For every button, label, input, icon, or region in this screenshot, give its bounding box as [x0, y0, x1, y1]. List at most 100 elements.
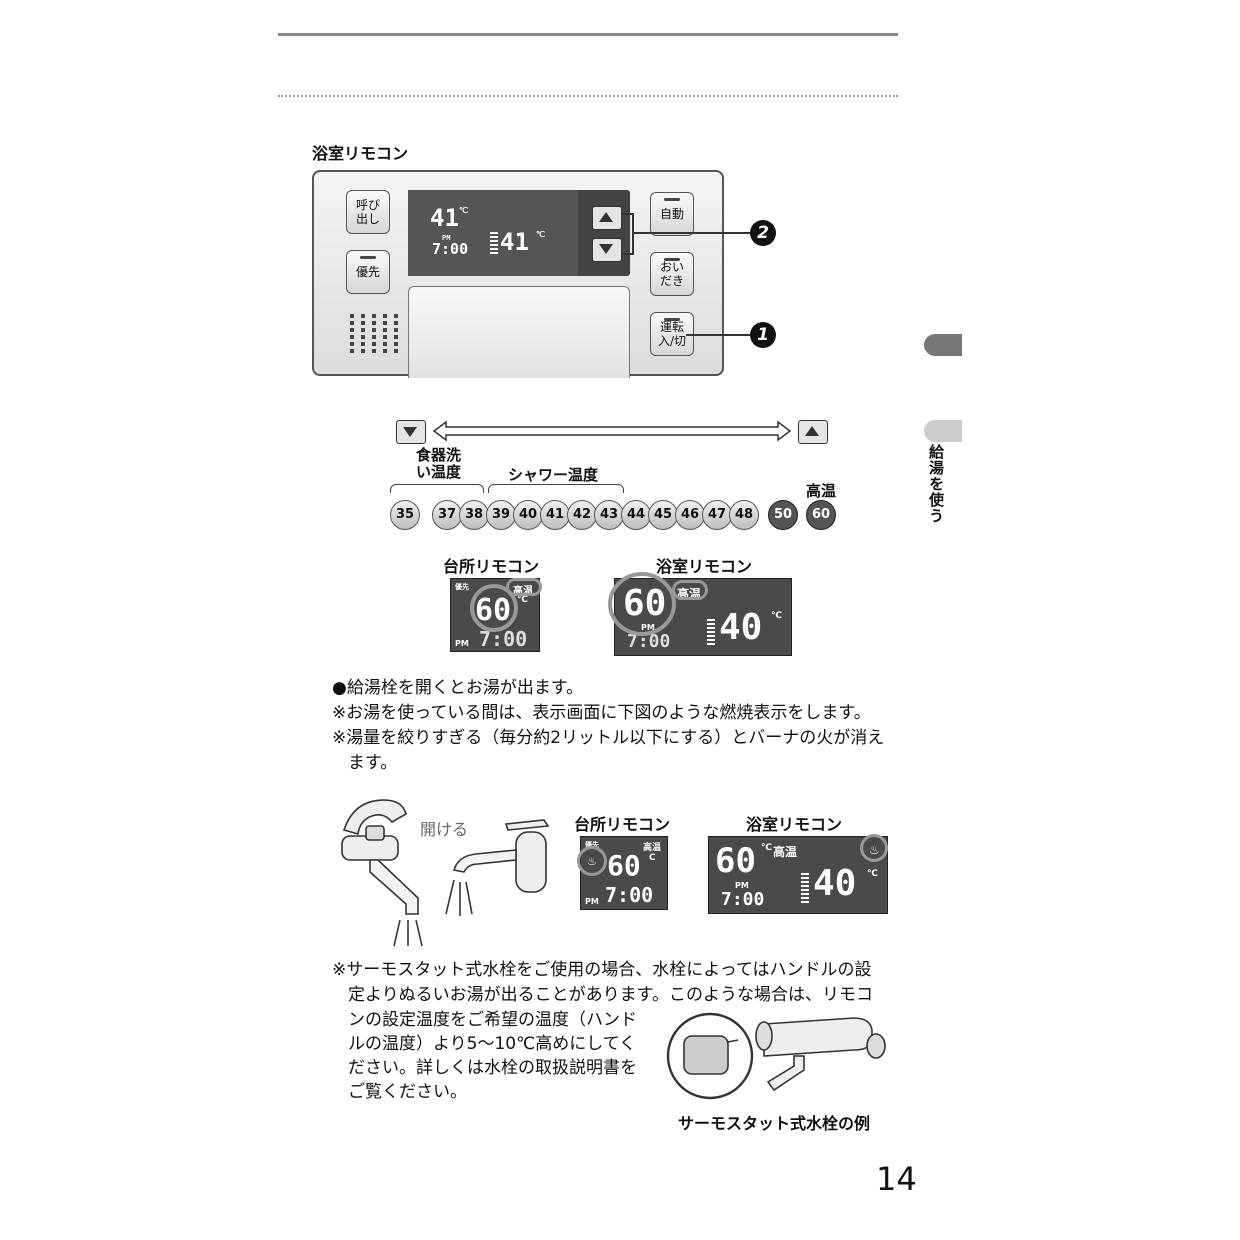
bd2-high: 高温 — [773, 845, 798, 859]
bd2-bath-unit: ℃ — [867, 869, 878, 879]
open-label: 開ける — [420, 820, 469, 839]
page-number: 14 — [876, 1160, 917, 1198]
thermostat-caption: サーモスタット式水栓の例 — [678, 1114, 871, 1133]
lcd-bath-temp: 41 — [500, 228, 529, 256]
bath-display-burn: 60 ℃ 高温 ♨ PM 7:00 40 ℃ — [708, 836, 888, 914]
temp-circle-48: 48 — [729, 500, 759, 530]
power-button[interactable]: 運転 入/切 — [650, 312, 694, 356]
reheat-button[interactable]: おい だき — [650, 252, 694, 296]
thermo-note-4: ルの温度）より5〜10℃高めにしてく — [348, 1034, 637, 1054]
bd2-unit: ℃ — [761, 843, 772, 853]
thermo-note-1: ※サーモスタット式水栓をご使用の場合、水栓によってはハンドルの設 — [332, 960, 872, 980]
temp-circle-46: 46 — [675, 500, 705, 530]
leader-line — [686, 334, 750, 336]
thermo-note-6: ご覧ください。 — [348, 1082, 467, 1102]
priority-button[interactable]: 優先 — [346, 250, 390, 294]
call-button[interactable]: 呼び 出し — [346, 190, 390, 234]
power-button-label: 運転 入/切 — [657, 320, 687, 348]
temp-circle-39: 39 — [486, 500, 516, 530]
leader-line — [632, 232, 750, 234]
faucet-illustration — [341, 799, 550, 947]
temp-circle-45: 45 — [648, 500, 678, 530]
auto-button-label: 自動 — [659, 207, 684, 221]
section-tab-dark — [924, 334, 962, 356]
leader-line — [622, 253, 634, 255]
bd-bath-temp: 40 — [719, 607, 763, 648]
bath-remote-caption-2: 浴室リモコン — [656, 557, 753, 576]
temp-circle-38: 38 — [459, 500, 489, 530]
temp-circle-41: 41 — [540, 500, 570, 530]
auto-button[interactable]: 自動 — [650, 192, 694, 236]
bd-unit: ℃ — [771, 611, 782, 621]
kitchen-remote-caption-2: 台所リモコン — [574, 815, 671, 834]
dish-temp-label: 食器洗 い温度 — [416, 446, 462, 481]
kd-unit: ℃ — [517, 595, 528, 605]
highlight-ring — [506, 578, 542, 596]
bd-time: 7:00 — [627, 631, 671, 652]
bath-remote-illustration: 呼び 出し 優先 41 ℃ PM 7:00 41 ℃ 自動 おい だき 運転 入… — [312, 170, 724, 378]
note-open-tap: ●給湯栓を開くとお湯が出ます。 — [332, 678, 584, 698]
temp-up-button[interactable] — [592, 206, 622, 230]
kd2-pm: PM — [585, 897, 599, 906]
thermo-note-3: ンの設定温度をご希望の温度（ハンド — [348, 1010, 637, 1030]
bd2-pm: PM — [735, 881, 749, 890]
note-low-flow-cont: ます。 — [348, 753, 398, 773]
scale-up-button-icon — [798, 420, 828, 444]
lcd-pm: PM — [442, 234, 451, 242]
remote-lcd: 41 ℃ PM 7:00 41 ℃ — [408, 190, 630, 276]
scale-down-button-icon — [396, 420, 426, 444]
lcd-unit: ℃ — [459, 206, 468, 215]
temp-circle-44: 44 — [621, 500, 651, 530]
header-rule — [278, 33, 898, 36]
remote-cover — [408, 286, 630, 378]
kd-high: 高温 — [513, 586, 533, 597]
temp-circle-37: 37 — [432, 500, 462, 530]
highlight-ring — [672, 580, 708, 600]
leader-line — [632, 213, 634, 255]
temp-circle-50: 50 — [768, 500, 798, 530]
lcd-bath-unit: ℃ — [536, 230, 545, 239]
note-burn-display: ※お湯を使っている間は、表示画面に下図のような燃焼表示をします。 — [332, 703, 871, 723]
kitchen-display-burn: 優先 高温 ♨ 60 C PM 7:00 — [580, 836, 668, 910]
reheat-button-label: おい だき — [659, 260, 684, 288]
speaker-grille — [350, 314, 405, 358]
note-low-flow: ※湯量を絞りすぎる（毎分約2リットル以下にする）とバーナの火が消え — [332, 728, 885, 748]
bd2-level-bars — [801, 873, 809, 903]
bath-remote-caption: 浴室リモコン — [312, 144, 409, 163]
double-arrow-icon — [432, 420, 792, 442]
temp-circle-43: 43 — [594, 500, 624, 530]
priority-button-label: 優先 — [355, 265, 380, 279]
bath-remote-caption-3: 浴室リモコン — [746, 815, 843, 834]
lcd-time: 7:00 — [432, 240, 469, 258]
kd-pm: PM — [455, 639, 469, 648]
kd2-unit: C — [649, 853, 656, 863]
kd2-time: 7:00 — [605, 883, 654, 907]
highlight-ring — [470, 584, 518, 632]
dish-bracket — [390, 484, 484, 493]
kd-priority: 優先 — [455, 583, 469, 591]
thermo-note-5: ださい。詳しくは水栓の取扱説明書を — [348, 1058, 637, 1078]
callout-2: 2 — [750, 220, 776, 246]
section-label: 給湯を使う — [927, 444, 945, 524]
high-temp-label: 高温 — [806, 482, 837, 500]
bd2-temp: 60 — [715, 841, 756, 881]
temp-circle-60: 60 — [806, 500, 836, 530]
kd2-temp: 60 — [607, 849, 641, 882]
highlight-ring — [860, 834, 888, 862]
temp-down-button[interactable] — [592, 238, 622, 262]
thermo-note-2: 定よりぬるいお湯が出ることがあります。このような場合は、リモコ — [348, 985, 873, 1005]
kd2-priority: 優先 — [585, 841, 599, 849]
callout-1: 1 — [750, 322, 776, 348]
shower-bracket — [488, 484, 624, 493]
lcd-temp: 41 — [430, 204, 459, 232]
highlight-ring — [608, 572, 676, 636]
thermostat-faucet-illustration — [666, 1012, 886, 1100]
temp-circle-47: 47 — [702, 500, 732, 530]
header-dotted-rule — [278, 95, 898, 97]
temp-circle-42: 42 — [567, 500, 597, 530]
leader-line — [622, 213, 634, 215]
shower-temp-label: シャワー温度 — [508, 466, 599, 484]
kd2-high: 高温 — [643, 843, 662, 853]
temp-circle-35: 35 — [390, 500, 420, 530]
kitchen-remote-caption: 台所リモコン — [443, 557, 540, 576]
